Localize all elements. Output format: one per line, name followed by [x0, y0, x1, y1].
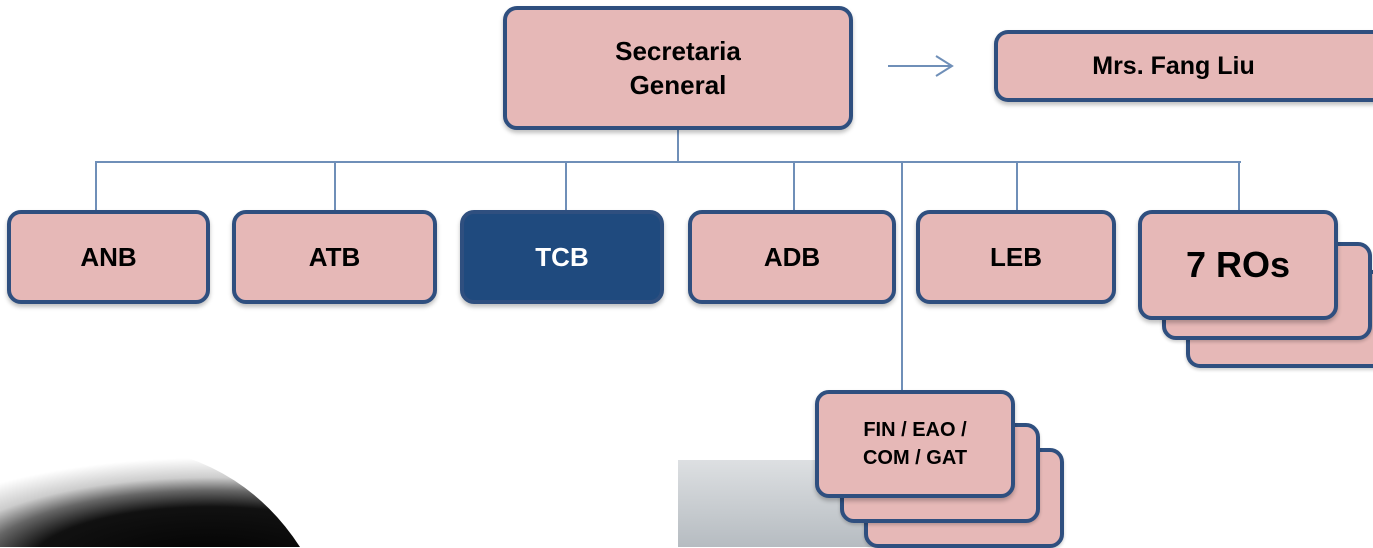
bureau-label: ANB	[80, 241, 137, 272]
connector-atb	[334, 161, 336, 213]
bureau-ros[interactable]: 7 ROs	[1138, 210, 1338, 320]
connector-support	[901, 161, 903, 391]
bureau-adb[interactable]: ADB	[688, 210, 896, 304]
bureau-label: LEB	[990, 241, 1042, 272]
engine-photo	[0, 440, 300, 547]
secretary-general-box[interactable]: Secretaria General	[503, 6, 853, 130]
bureau-anb[interactable]: ANB	[7, 210, 210, 304]
assistant-label: Mrs. Fang Liu	[1092, 51, 1255, 80]
secretary-general-label: Secretaria General	[615, 36, 741, 100]
connector-bar	[95, 161, 1241, 163]
connector-anb	[95, 161, 97, 213]
bureau-label: TCB	[535, 241, 589, 272]
connector-tcb	[565, 161, 567, 213]
connector-adb	[793, 161, 795, 213]
connector-leb	[1016, 161, 1018, 213]
connector-ros	[1238, 161, 1240, 213]
assistant-box[interactable]: Mrs. Fang Liu	[994, 30, 1373, 102]
support-offices-box[interactable]: FIN / EAO / COM / GAT	[815, 390, 1015, 498]
bureau-label: ATB	[308, 241, 361, 272]
bureau-label: 7 ROs	[1185, 244, 1291, 285]
connector-top-down	[677, 128, 679, 162]
bureau-atb[interactable]: ATB	[232, 210, 437, 304]
bureau-leb[interactable]: LEB	[916, 210, 1116, 304]
support-offices-label: FIN / EAO / COM / GAT	[862, 419, 968, 469]
bureau-tcb[interactable]: TCB	[460, 210, 664, 304]
bureau-label: ADB	[763, 241, 821, 272]
